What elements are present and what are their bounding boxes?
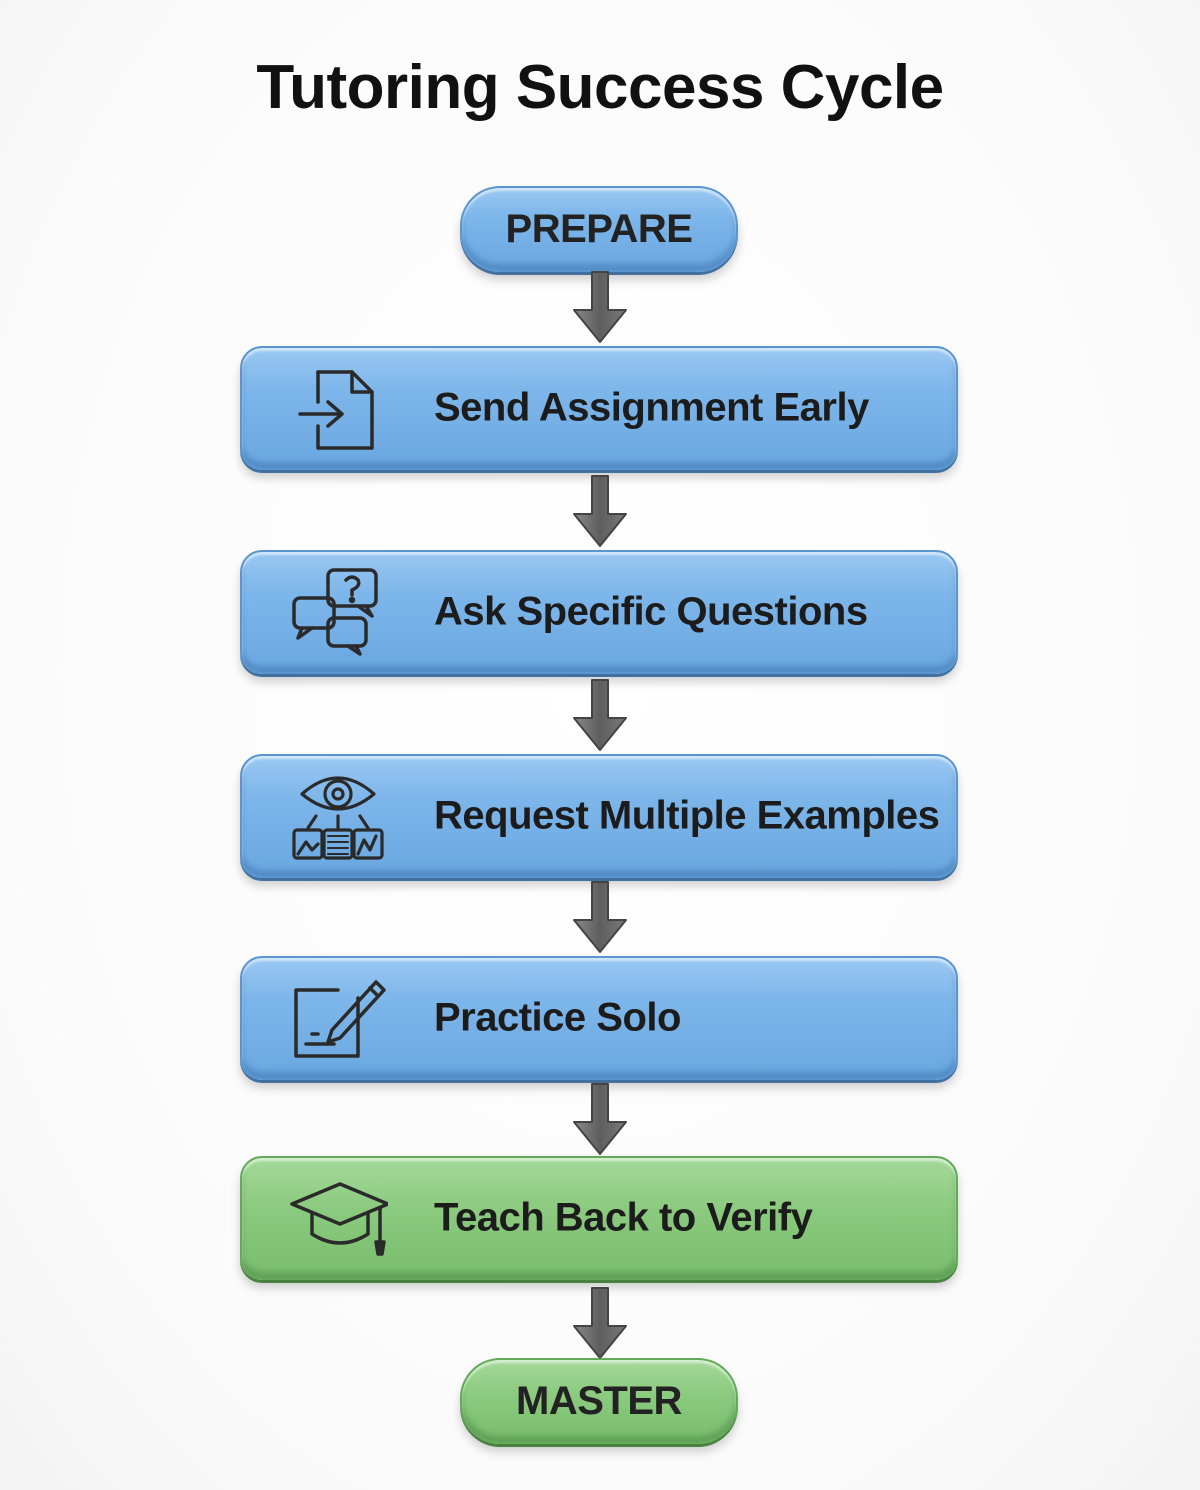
step-send-assignment-early: Send Assignment Early [240, 346, 958, 470]
eye-images-icon [288, 766, 388, 866]
step-label: Send Assignment Early [434, 385, 869, 430]
end-node-label: MASTER [516, 1378, 682, 1423]
step-teach-back-to-verify: Teach Back to Verify [240, 1156, 958, 1280]
step-label: Teach Back to Verify [434, 1195, 813, 1240]
graduation-cap-icon [288, 1168, 390, 1268]
step-practice-solo: Practice Solo [240, 956, 958, 1080]
pencil-notepad-icon [288, 968, 388, 1068]
step-label: Request Multiple Examples [434, 793, 940, 838]
flow-arrow [568, 474, 632, 550]
flow-arrow [568, 1286, 632, 1362]
step-request-multiple-examples: Request Multiple Examples [240, 754, 958, 878]
step-ask-specific-questions: Ask Specific Questions [240, 550, 958, 674]
question-chat-bubbles-icon [288, 562, 388, 662]
diagram-title: Tutoring Success Cycle [256, 53, 944, 122]
document-send-icon [288, 358, 388, 458]
flow-arrow [568, 678, 632, 754]
step-label: Practice Solo [434, 995, 681, 1040]
end-node-master: MASTER [460, 1358, 738, 1444]
start-node-prepare: PREPARE [460, 186, 738, 272]
flow-arrow [568, 1082, 632, 1158]
flow-arrow [568, 880, 632, 956]
flow-arrow [568, 270, 632, 346]
step-label: Ask Specific Questions [434, 589, 868, 634]
start-node-label: PREPARE [505, 206, 693, 251]
